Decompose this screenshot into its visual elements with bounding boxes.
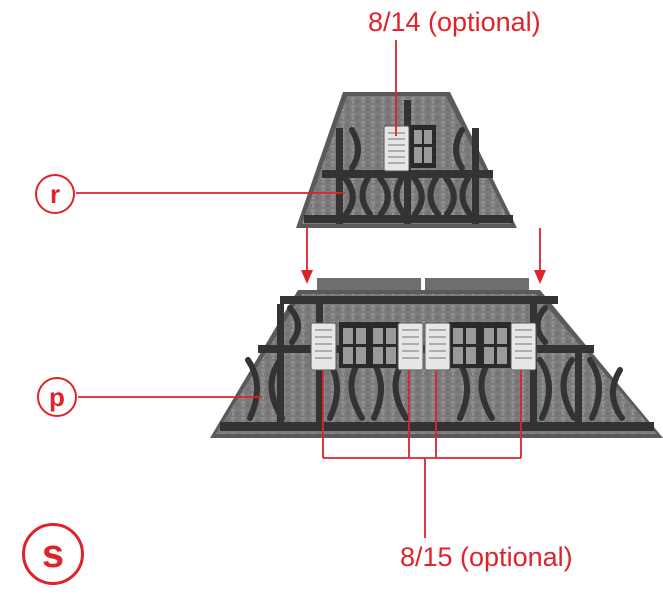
label-bottom-parts: 8/15 (optional) bbox=[400, 542, 573, 572]
lower-gable-panel bbox=[210, 278, 663, 438]
badge-lower-gable: p bbox=[37, 377, 77, 417]
leader-lines bbox=[76, 40, 541, 538]
upper-gable-panel bbox=[296, 92, 517, 228]
label-top-part: 8/14 (optional) bbox=[368, 7, 541, 37]
badge-upper-gable: r bbox=[35, 174, 75, 214]
badge-step: s bbox=[22, 523, 84, 585]
arrowheads bbox=[301, 270, 546, 284]
